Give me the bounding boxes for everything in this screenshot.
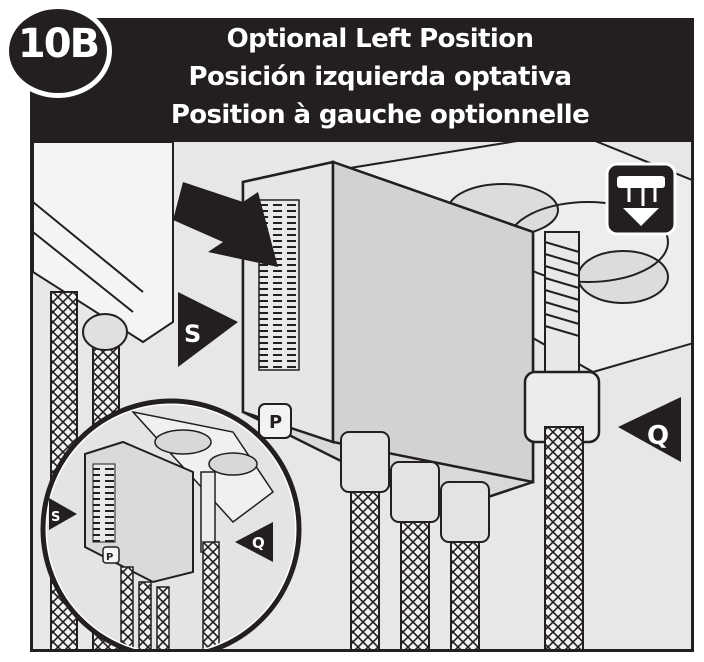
push-arrow-icon xyxy=(173,182,278,267)
q-marker: Q xyxy=(618,397,681,462)
bottom-hoses xyxy=(340,431,490,649)
q-label: Q xyxy=(647,421,669,451)
inset-s-label: S xyxy=(51,510,60,525)
step-number: 10B xyxy=(17,21,100,67)
inset-p-label: P xyxy=(106,552,113,563)
title-english: Optional Left Position xyxy=(226,24,534,54)
illustration-svg: P S xyxy=(33,142,691,649)
right-hose xyxy=(523,231,601,649)
inset-detail: P S Q xyxy=(40,398,302,649)
title-french: Position à gauche optionnelle xyxy=(170,100,590,130)
s-label: S xyxy=(184,320,201,348)
title-spanish: Posición izquierda optativa xyxy=(188,62,572,92)
header-bar xyxy=(30,18,694,142)
p-label: P xyxy=(269,412,282,433)
control-box: P xyxy=(241,160,535,514)
under-sink-mount-icon xyxy=(605,162,677,236)
illustration-panel: P S xyxy=(30,142,694,652)
inset-q-label: Q xyxy=(252,534,265,552)
p-port xyxy=(258,403,292,439)
s-marker: S xyxy=(178,292,238,367)
step-badge: 10B xyxy=(4,4,112,98)
